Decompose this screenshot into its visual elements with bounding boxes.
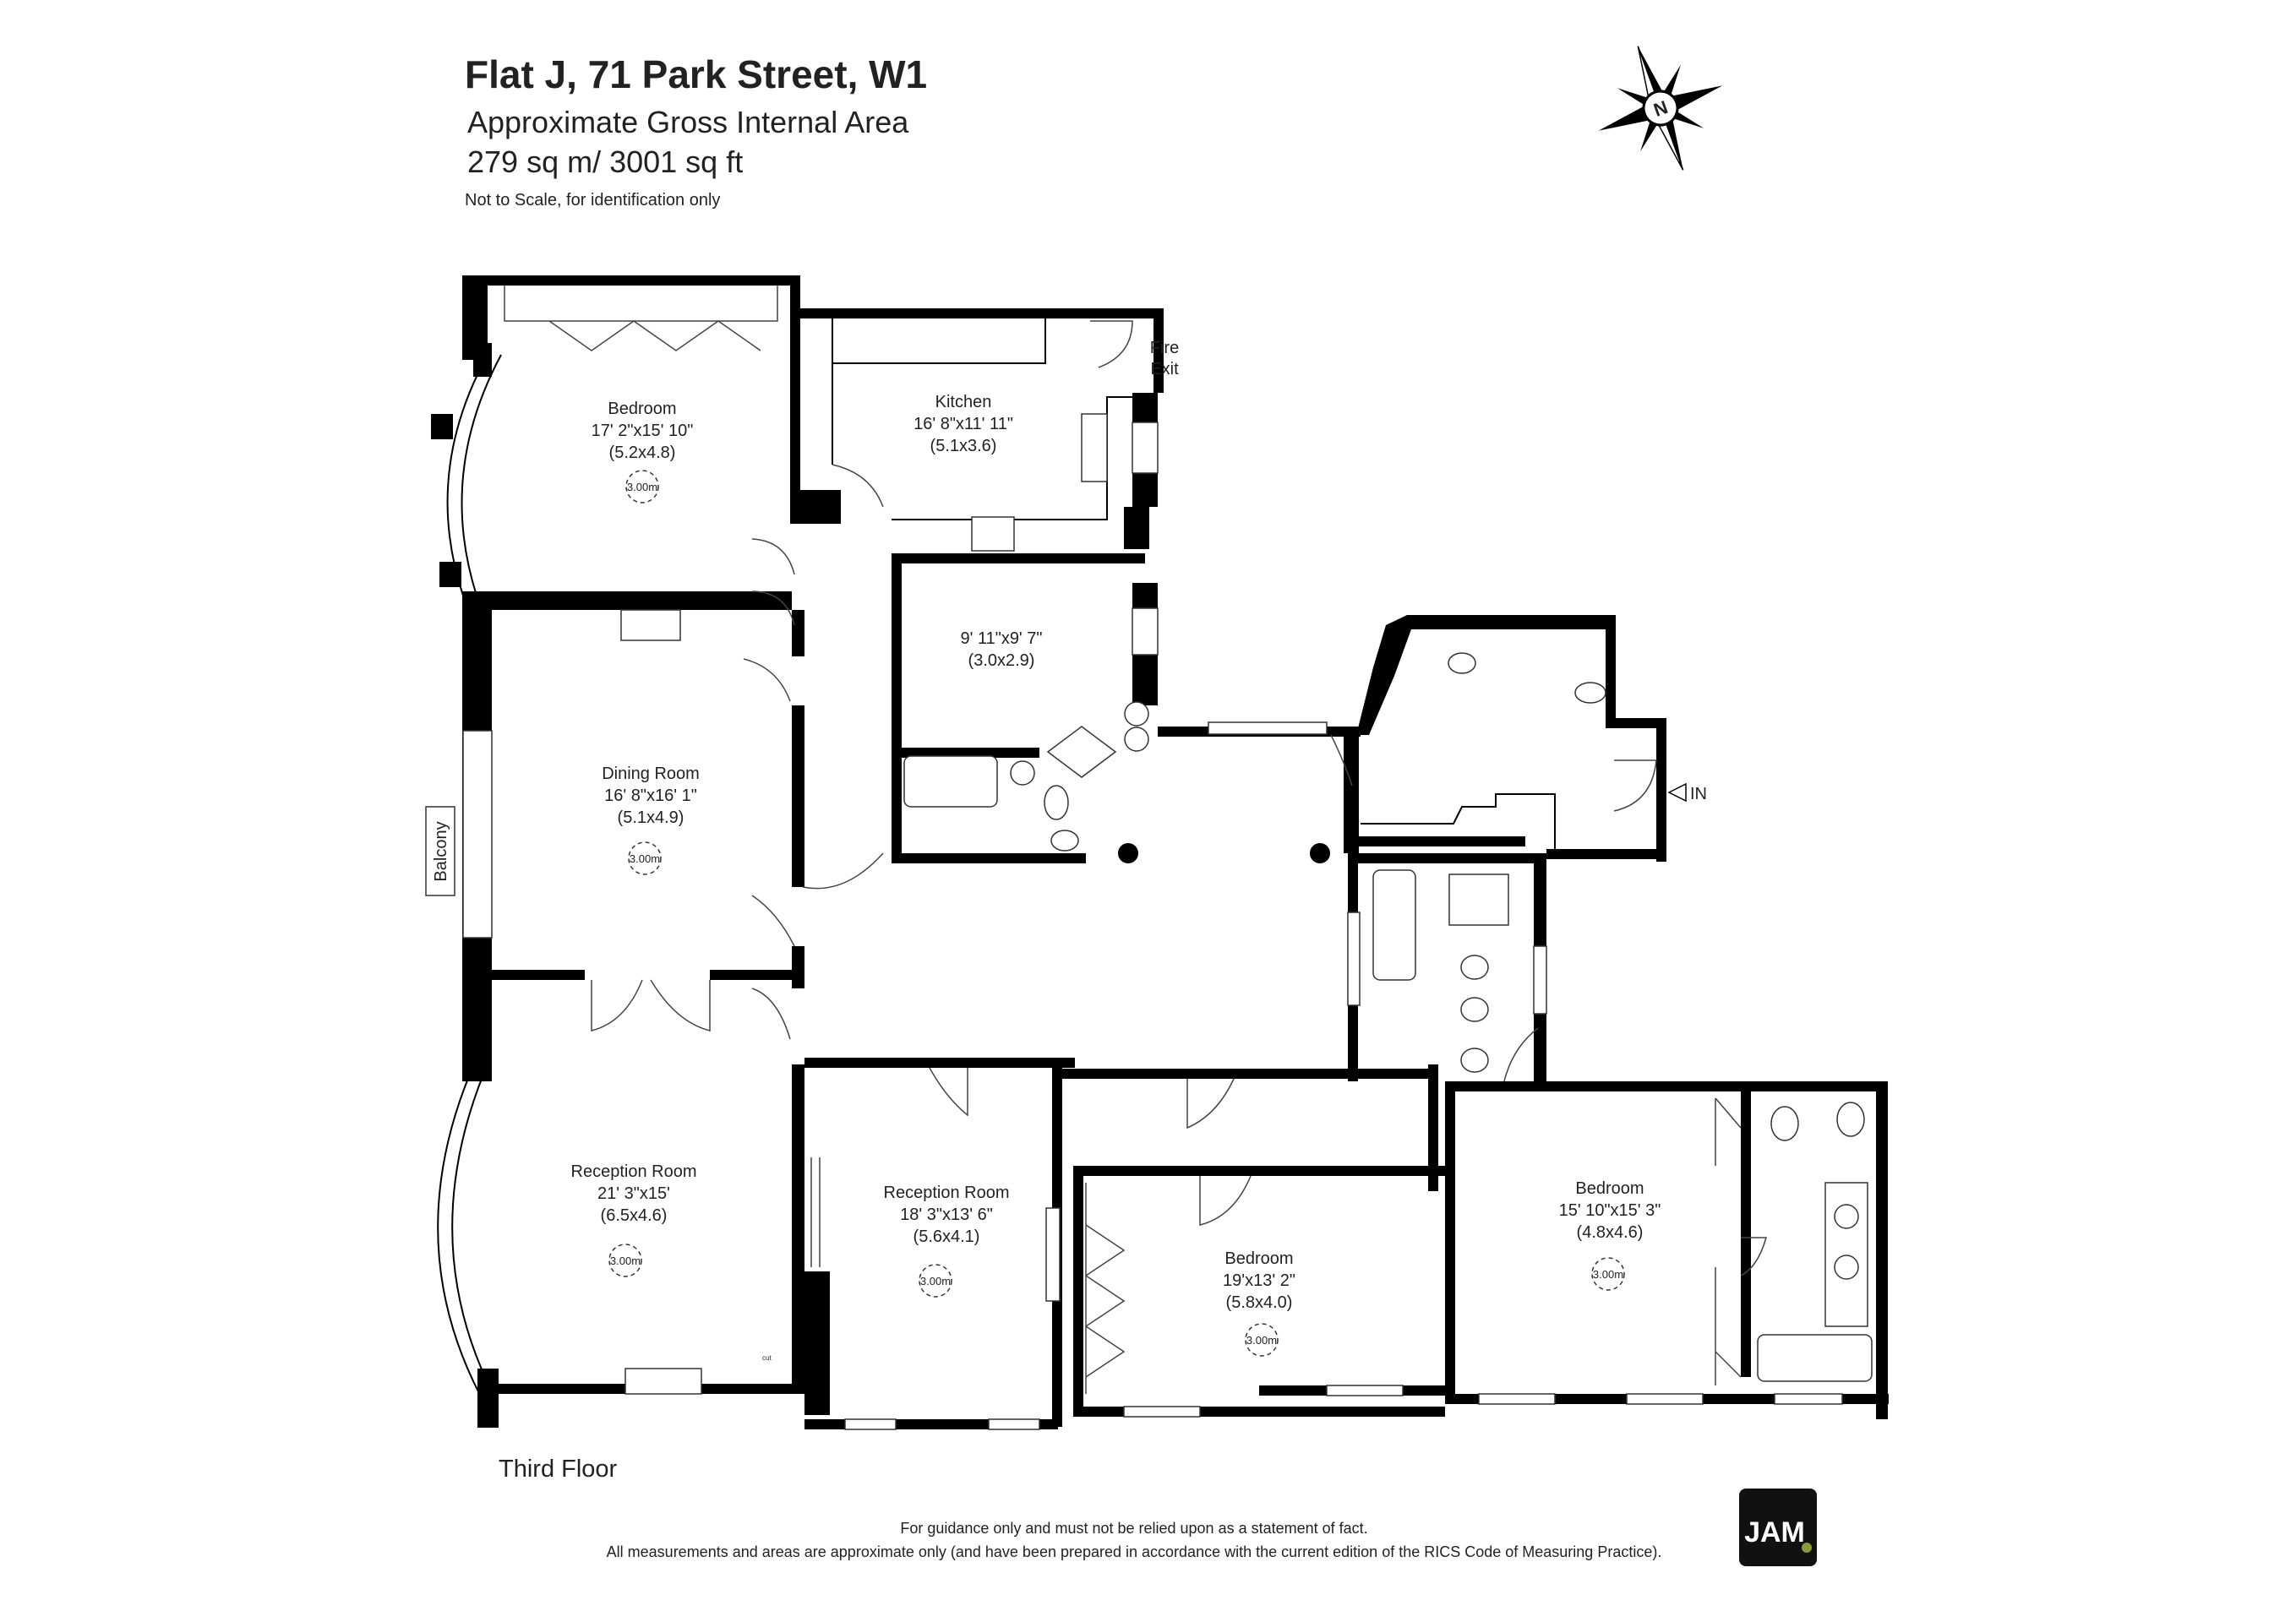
toilet-icon [1044, 785, 1069, 820]
room-name: Kitchen [935, 393, 992, 411]
room-name: Bedroom [608, 400, 676, 418]
room-size-metric: (5.2x4.8) [609, 444, 676, 462]
room-size-metric: (5.1x4.9) [618, 808, 684, 827]
room-size-metric: (5.1x3.6) [930, 437, 997, 455]
balcony-outline [425, 806, 455, 896]
room-size-imperial: 9' 11"x9' 7" [960, 629, 1042, 648]
toilet-icon [1770, 1106, 1799, 1141]
room-name: Bedroom [1575, 1179, 1644, 1198]
washbasin-icon [1448, 652, 1476, 674]
room-label-bedroom-1: Bedroom 17' 2"x15' 10" (5.2x4.8) [592, 400, 694, 462]
column-icon [1118, 843, 1138, 863]
bathtub-icon [1757, 1334, 1873, 1382]
toilet-icon [1836, 1102, 1865, 1137]
room-name: Reception Room [571, 1162, 697, 1181]
toilet-icon [1050, 830, 1079, 852]
walls [431, 275, 1889, 1429]
ceiling-height: 3.00m [1593, 1268, 1623, 1281]
ceiling-height: 3.00m [610, 1255, 641, 1267]
ceiling-height: 3.00m [1246, 1334, 1277, 1347]
disclaimer-line-1: For guidance only and must not be relied… [900, 1520, 1367, 1537]
toilet-icon [1574, 682, 1606, 704]
toilet-icon [1460, 997, 1489, 1022]
room-label-study: 9' 11"x9' 7" (3.0x2.9) [960, 629, 1042, 670]
fire-exit-label: Fire [1150, 339, 1179, 357]
bidet-icon [1460, 955, 1489, 980]
room-size-imperial: 21' 3"x15' [597, 1184, 670, 1203]
fireplace-icon [624, 1368, 702, 1395]
entrance-label: IN [1690, 785, 1707, 803]
washbasin-icon [1834, 1255, 1859, 1280]
ceiling-height: 3.00m [630, 852, 660, 865]
room-name: Bedroom [1224, 1249, 1293, 1268]
room-size-metric: (4.8x4.6) [1577, 1223, 1644, 1242]
plan-title: Flat J, 71 Park Street, W1 [465, 52, 927, 96]
washbasin-icon [1010, 760, 1035, 786]
room-size-metric: (5.8x4.0) [1226, 1293, 1293, 1312]
room-size-imperial: 15' 10"x15' 3" [1559, 1201, 1661, 1220]
room-label-reception-2: Reception Room 18' 3"x13' 6" (5.6x4.1) [884, 1184, 1010, 1246]
room-label-dining-room: Dining Room 16' 8"x16' 1" (5.1x4.9) [602, 765, 700, 827]
balcony-label: Balcony [432, 821, 450, 881]
compass-icon: N [1598, 46, 1723, 171]
jam-logo: JAM [1739, 1489, 1817, 1566]
room-size-imperial: 19'x13' 2" [1223, 1271, 1295, 1290]
room-label-kitchen: Kitchen 16' 8"x11' 11" (5.1x3.6) [913, 393, 1013, 455]
scale-note: Not to Scale, for identification only [465, 191, 720, 210]
room-name: Reception Room [884, 1184, 1010, 1202]
bathtub-icon [1372, 869, 1416, 981]
room-size-imperial: 16' 8"x16' 1" [604, 787, 697, 805]
ceiling-height: 3.00m [627, 481, 657, 493]
room-size-metric: (3.0x2.9) [968, 651, 1035, 670]
column-icon [1310, 843, 1330, 863]
ceiling-height: 3.00m [920, 1275, 951, 1287]
room-size-metric: (5.6x4.1) [913, 1227, 980, 1246]
logo-text: JAM [1744, 1516, 1805, 1549]
sink-icon [1081, 413, 1108, 482]
floor-name: Third Floor [499, 1456, 618, 1483]
washbasin-icon [1124, 727, 1149, 752]
room-label-reception-1: Reception Room 21' 3"x15' (6.5x4.6) [571, 1162, 697, 1225]
interior-lines [504, 286, 1873, 1395]
windows [462, 422, 1843, 1430]
shower-icon [1448, 874, 1509, 926]
room-size-imperial: 16' 8"x11' 11" [913, 415, 1013, 433]
area-heading: Approximate Gross Internal Area [467, 105, 909, 139]
shower-icon [1046, 726, 1117, 778]
fireplace-icon [620, 609, 681, 641]
entrance-arrow-icon [1667, 782, 1687, 803]
room-label-bedroom-2: Bedroom 19'x13' 2" (5.8x4.0) [1223, 1249, 1295, 1312]
fire-exit-label: Exit [1150, 360, 1179, 378]
cupboard-label: cut [762, 1354, 772, 1362]
disclaimer-line-2: All measurements and areas are approxima… [607, 1543, 1662, 1560]
washbasin-icon [1460, 1048, 1489, 1073]
ceiling-markers: 3.00m 3.00m 3.00m 3.00m 3.00m 3.00m [608, 470, 1625, 1357]
hob-icon [971, 516, 1015, 552]
washbasin-icon [1834, 1204, 1859, 1229]
room-name: Dining Room [602, 765, 700, 783]
bathtub-icon [903, 755, 998, 808]
room-size-imperial: 17' 2"x15' 10" [592, 422, 694, 440]
room-size-metric: (6.5x4.6) [601, 1206, 668, 1225]
room-label-bedroom-3: Bedroom 15' 10"x15' 3" (4.8x4.6) [1559, 1179, 1661, 1242]
washbasin-icon [1124, 701, 1149, 727]
area-value: 279 sq m/ 3001 sq ft [467, 144, 743, 179]
room-size-imperial: 18' 3"x13' 6" [900, 1206, 993, 1224]
